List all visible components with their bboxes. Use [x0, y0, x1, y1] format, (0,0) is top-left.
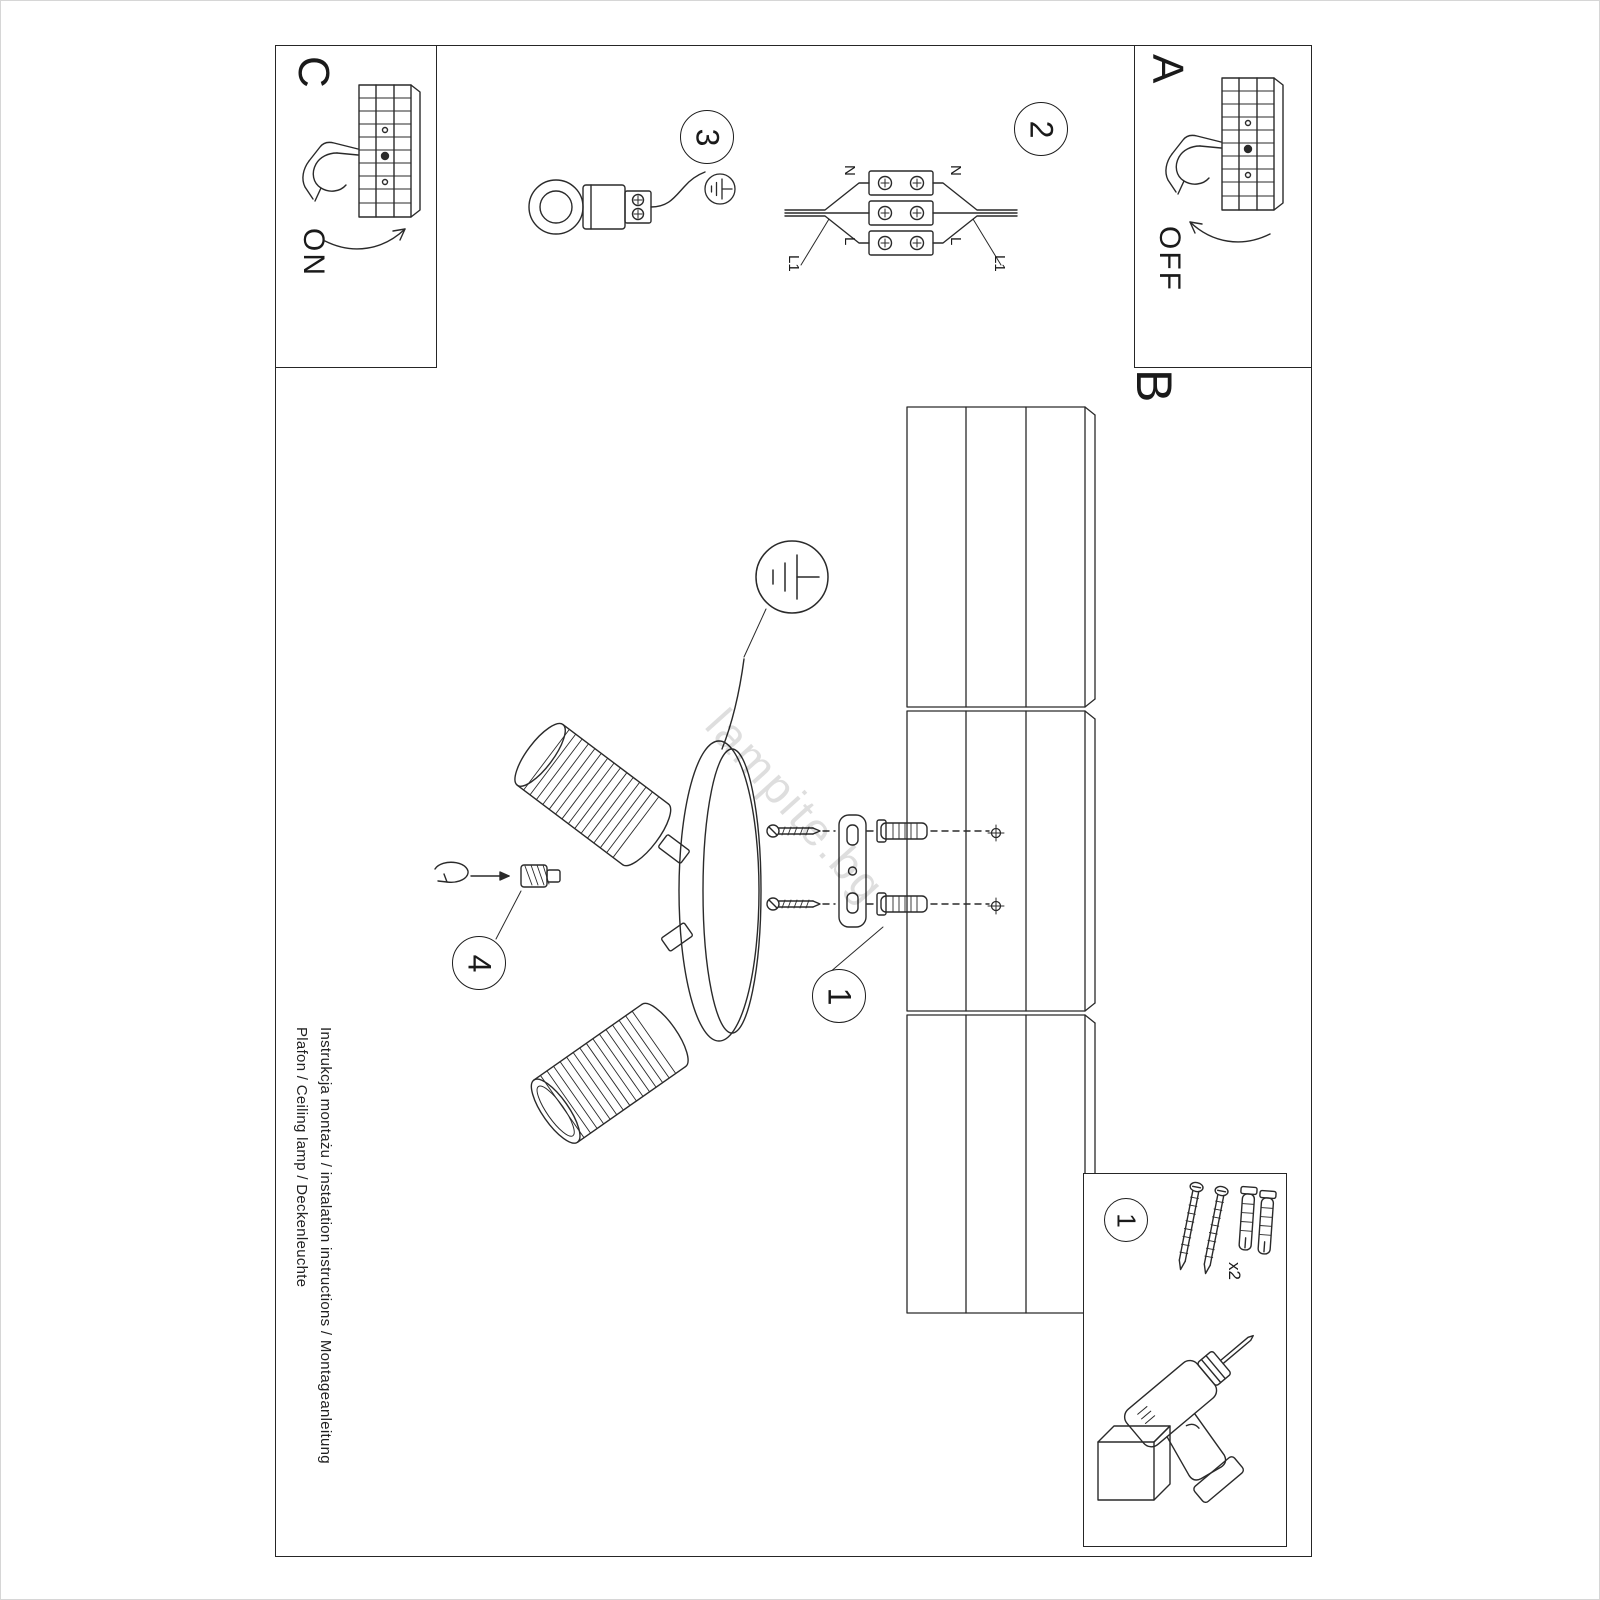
wiring-label-l-left: L — [841, 237, 858, 246]
lamp-exploded-illustration — [434, 608, 990, 1144]
section-c-label: C — [289, 56, 338, 88]
section-a-label: A — [1143, 54, 1192, 84]
parts-box: 1 — [1083, 1173, 1287, 1547]
board-segment — [906, 710, 1096, 1012]
step-1-badge: 1 — [812, 969, 866, 1023]
parts-step-badge: 1 — [1104, 1198, 1148, 1242]
ground-symbol-small-icon — [704, 173, 736, 205]
section-a-box: A OFF — [1134, 45, 1312, 368]
screw-anchor-row — [766, 819, 990, 843]
breaker-panel-hand-off-icon — [1165, 77, 1284, 243]
mounting-bracket — [838, 814, 867, 928]
wall-plug-icon — [1238, 1185, 1258, 1251]
step-3-badge: 3 — [680, 110, 734, 164]
shade-stem — [661, 922, 693, 952]
step-2-badge: 2 — [1014, 102, 1068, 156]
terminal-block-illustration — [784, 170, 1018, 266]
wiring-label-l1-right: L1 — [991, 255, 1008, 272]
switch-off-label: OFF — [1153, 226, 1186, 292]
step-4-badge: 4 — [452, 936, 506, 990]
drill-point-mark — [987, 824, 1005, 842]
board-segment — [906, 406, 1096, 708]
wiring-label-n-right: N — [947, 165, 964, 176]
footer-instructions-line: Instrukcja montażu / instalation instruc… — [317, 1027, 334, 1464]
switch-on-label: ON — [297, 228, 330, 277]
screws-qty-label: x2 — [1225, 1262, 1244, 1280]
drill-icon — [1123, 1334, 1254, 1503]
box-icon — [1097, 1425, 1171, 1501]
wiring-label-l-right: L — [947, 237, 964, 246]
pointing-hand-icon — [302, 141, 359, 202]
breaker-panel-hand-on-icon — [302, 84, 421, 250]
arrow-off-icon — [1189, 221, 1271, 243]
shade-stem — [658, 834, 690, 864]
canopy — [678, 740, 762, 1042]
wiring-label-n-left: N — [841, 165, 858, 176]
adjust-bolt-icon — [520, 864, 561, 888]
hardware-illustration — [1097, 1181, 1277, 1503]
section-b-label: B — [1126, 369, 1182, 403]
ceiling-boards-illustration — [906, 406, 1096, 1314]
section-c-box: C ON — [275, 45, 437, 368]
pointing-hand-icon — [1165, 134, 1222, 195]
screw-icon — [1203, 1185, 1229, 1275]
rotation-arrow-icon — [434, 861, 510, 883]
main-frame — [275, 45, 1312, 1557]
arrow-on-icon — [324, 228, 406, 250]
breaker-strip — [1221, 77, 1284, 211]
wall-plug-icon — [1257, 1189, 1277, 1255]
screw-icon — [1178, 1181, 1204, 1271]
screw-anchor-row — [766, 892, 990, 916]
ground-symbol-icon — [755, 540, 829, 614]
footer-product-line: Plafon / Ceiling lamp / Deckenleuchte — [293, 1027, 310, 1288]
lamp-shade-lower — [530, 1002, 689, 1144]
breaker-strip — [358, 84, 421, 218]
wiring-label-l1-left: L1 — [785, 255, 802, 272]
drill-point-mark — [987, 897, 1005, 915]
lamp-socket-illustration — [528, 171, 706, 235]
lamp-shade-upper — [514, 722, 672, 867]
